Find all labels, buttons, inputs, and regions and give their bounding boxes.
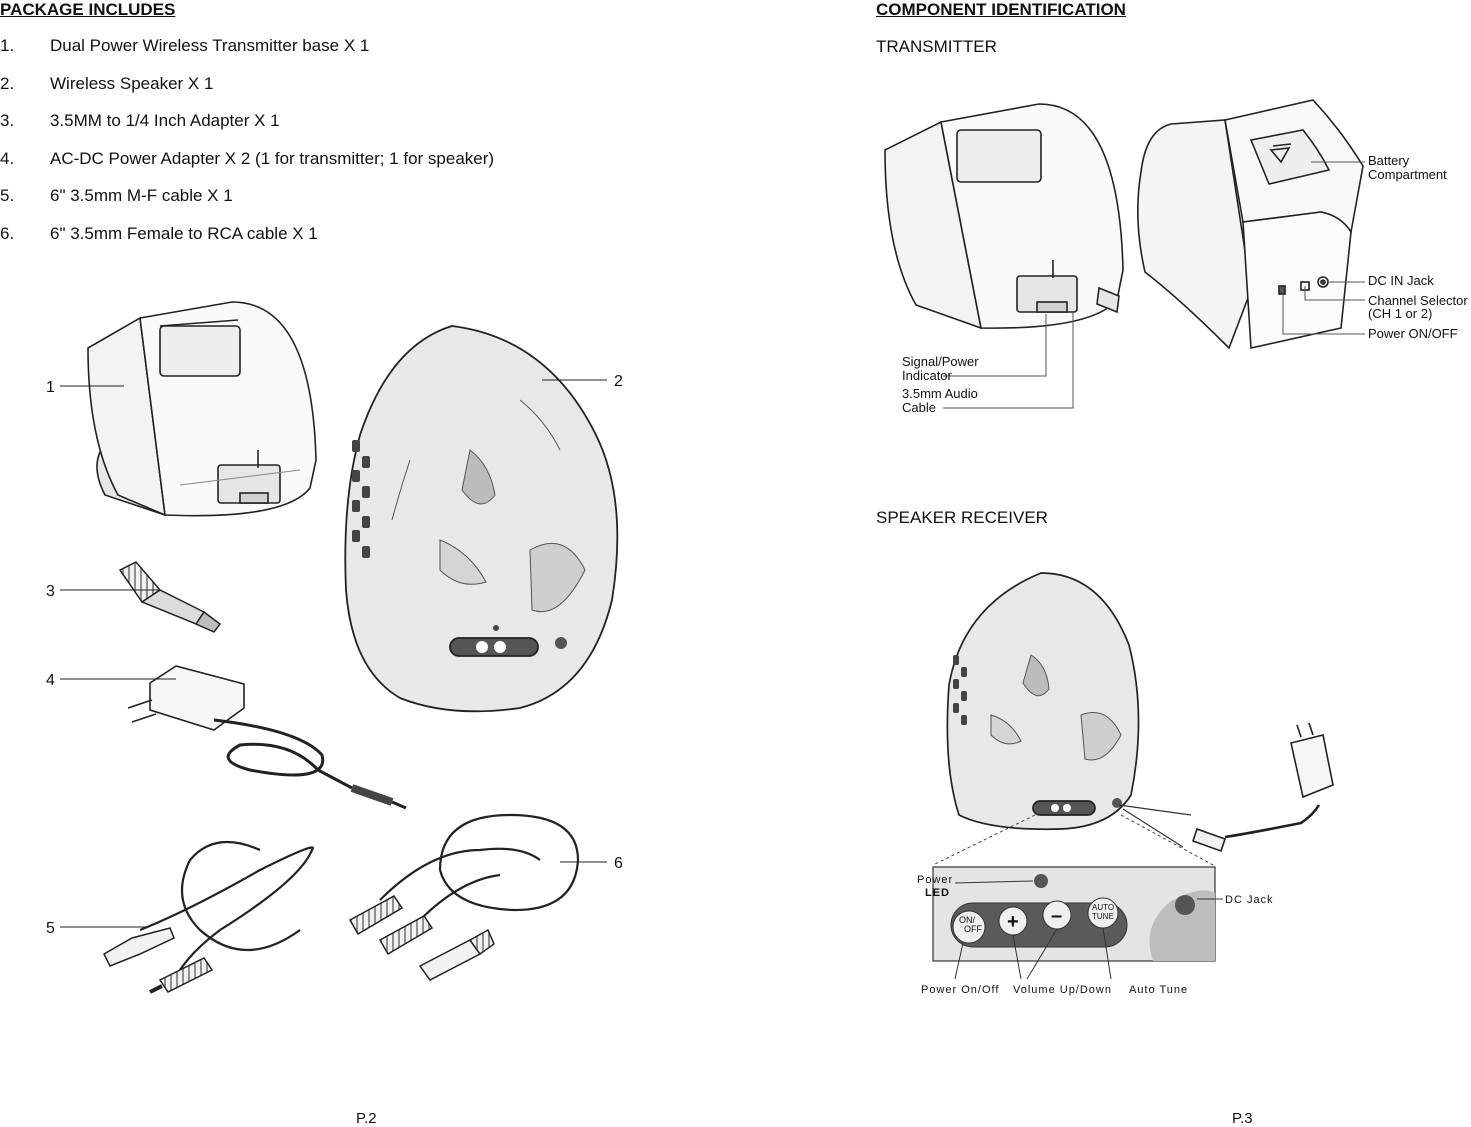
speaker-receiver-diagram: ON/ OFF + – AUTO TUNE Power LED DC Jack …: [917, 572, 1334, 996]
receiver-leaders: [954, 880, 1223, 980]
item-number: 6.: [0, 223, 15, 243]
power-adapter-drawing: [127, 665, 407, 810]
page-number: P.3: [1232, 1110, 1253, 1127]
label-channel-selector: Channel Selector: [1368, 293, 1468, 308]
control-panel-zoom: ON/ OFF + – AUTO TUNE: [932, 866, 1216, 962]
callout-number: 6: [614, 855, 623, 872]
receiver-rock-drawing: [946, 572, 1140, 831]
volume-up-label: +: [1007, 911, 1019, 933]
label-channel-selector: (CH 1 or 2): [1368, 306, 1432, 321]
label-battery: Compartment: [1368, 167, 1447, 182]
receiver-adapter-drawing: [1118, 722, 1334, 853]
item-number: 4.: [0, 148, 15, 168]
item-number: 3.: [0, 111, 15, 131]
transmitter-leaders: [943, 161, 1365, 409]
auto-tune-button-label: AUTO: [1092, 903, 1114, 912]
transmitter-base-drawing: [87, 301, 317, 517]
page-right: COMPONENT IDENTIFICATION TRANSMITTER: [736, 0, 1471, 1127]
callout-numbers: 1 2 3 4 5 6: [46, 373, 623, 937]
rock-speaker-drawing: [344, 325, 619, 713]
item-text: Dual Power Wireless Transmitter base X 1: [50, 36, 370, 55]
page-number: P.2: [356, 1110, 377, 1127]
receiver-labels: Power LED DC Jack Power On/Off Volume Up…: [917, 874, 1274, 996]
component-identification-heading: COMPONENT IDENTIFICATION: [876, 0, 1126, 19]
transmitter-labels: Battery Compartment DC IN Jack Channel S…: [902, 153, 1468, 415]
callout-number: 3: [46, 583, 55, 600]
transmitter-title: TRANSMITTER: [876, 37, 997, 56]
label-auto-tune: Auto Tune: [1129, 984, 1188, 996]
label-signal-power: Indicator: [902, 368, 953, 383]
rca-cable-drawing: [348, 813, 580, 981]
label-power-on-off: Power On/Off: [921, 984, 999, 996]
speaker-receiver-title: SPEAKER RECEIVER: [876, 508, 1048, 527]
on-off-button-label: ON/: [959, 915, 976, 925]
package-includes-heading: PACKAGE INCLUDES: [0, 0, 176, 19]
callout-number: 2: [614, 373, 623, 390]
item-number: 5.: [0, 186, 15, 206]
volume-down-label: –: [1051, 905, 1062, 927]
item-text: 6" 3.5mm M-F cable X 1: [50, 186, 233, 206]
label-dc-jack: DC Jack: [1225, 894, 1274, 906]
on-off-button-label: OFF: [964, 924, 982, 934]
item-number: 2.: [0, 73, 15, 93]
package-contents-illustration: 1 2 3 4 5 6: [46, 301, 623, 994]
zoom-guides: [932, 814, 1214, 866]
item-text: Wireless Speaker X 1: [50, 73, 214, 93]
item-number: 1.: [0, 36, 15, 55]
item-text: 3.5MM to 1/4 Inch Adapter X 1: [50, 111, 280, 131]
label-power-led: Power: [917, 874, 953, 886]
callout-number: 4: [46, 672, 55, 689]
label-power-led: LED: [925, 887, 950, 899]
callout-number: 1: [46, 379, 55, 396]
auto-tune-button-label: TUNE: [1092, 912, 1114, 921]
adapter-plug-drawing: [118, 561, 222, 633]
label-audio-cable: 3.5mm Audio: [902, 386, 978, 401]
item-text: 6" 3.5mm Female to RCA cable X 1: [50, 223, 318, 243]
item-text: AC-DC Power Adapter X 2 (1 for transmitt…: [50, 148, 495, 168]
callout-leaders: [60, 379, 607, 928]
label-audio-cable: Cable: [902, 400, 936, 415]
label-dc-in-jack: DC IN Jack: [1368, 273, 1434, 288]
transmitter-diagram: Battery Compartment DC IN Jack Channel S…: [884, 99, 1468, 415]
label-volume: Volume Up/Down: [1013, 984, 1112, 996]
transmitter-front-drawing: [884, 103, 1124, 330]
label-battery: Battery: [1368, 153, 1410, 168]
mf-cable-drawing: [103, 840, 315, 994]
label-signal-power: Signal/Power: [902, 354, 979, 369]
callout-number: 5: [46, 920, 55, 937]
page-left: PACKAGE INCLUDES 1. Dual Power Wireless T…: [0, 0, 735, 1127]
transmitter-back-drawing: [1137, 99, 1364, 350]
label-power-on-off: Power ON/OFF: [1368, 326, 1458, 341]
